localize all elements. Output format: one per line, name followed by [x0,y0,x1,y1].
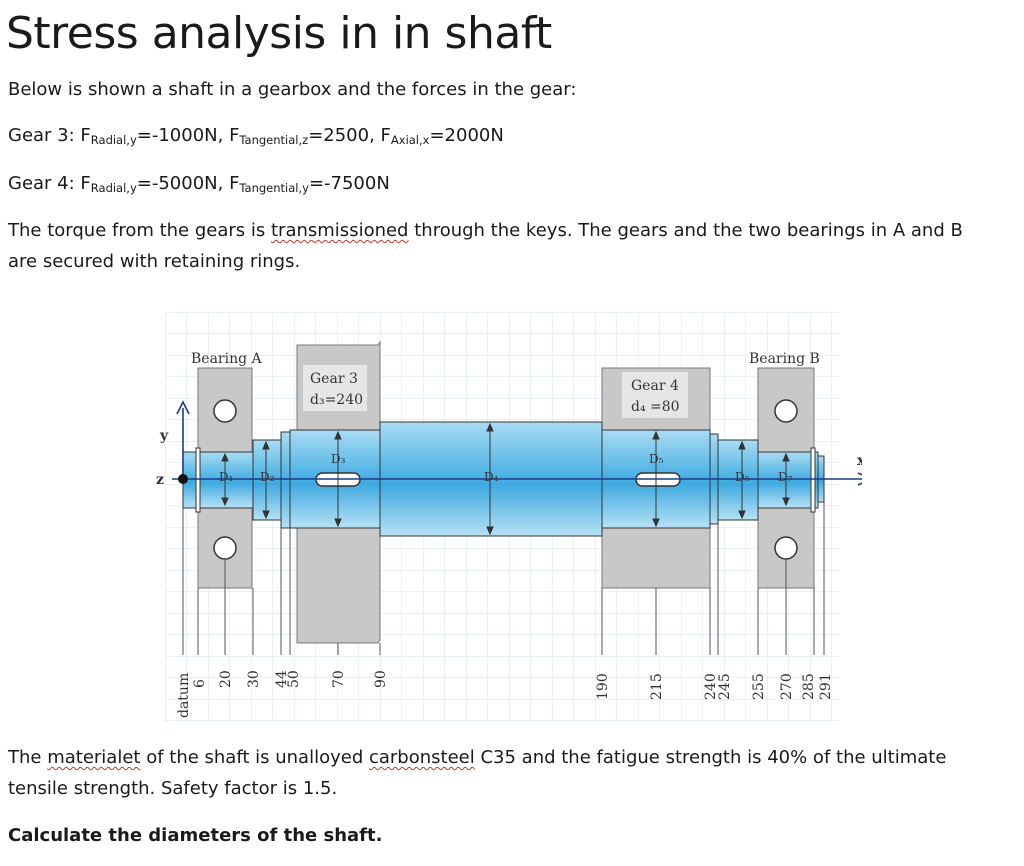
axis-x-label: x [857,453,862,469]
gear4-label: Gear 4: [8,173,81,194]
station-lines [182,502,825,655]
station-30: 30 [246,670,262,688]
d2-arrowhead-top [262,440,270,450]
gear4-forces: Gear 4: FRadial,y=-5000N, FTangential,y=… [8,168,390,204]
bearing-a-label: Bearing A [191,351,263,367]
gear4-label-box [622,372,688,418]
bearing-a-ball-top [213,399,237,423]
gear4-f1-val: =-5000N, [136,173,230,194]
d4-arrowhead-bottom [486,526,494,536]
station-90: 90 [373,670,389,688]
station-285: 285 [801,673,817,700]
d6-label: D₆ [735,470,750,484]
shaft-d1 [182,451,254,509]
misspelled-word-materialet: materialet [47,747,141,768]
misspelled-word-carbonsteel: carbonsteel [368,747,475,768]
d3-arrowhead-top [334,430,342,440]
gear3-f1: F [80,125,91,146]
station-44: 44 [274,670,290,688]
gear4-f2: F [229,173,240,194]
d6-arrowhead-bottom [738,510,746,520]
gear4-f2-val: =-7500N [308,173,390,194]
shaft-d6 [717,439,759,521]
station-6: 6 [192,679,208,688]
gear3-label-box [303,365,367,411]
gear3-name: Gear 3 [310,371,358,387]
d5-arrowhead-bottom [652,518,660,528]
bearing-b-ball-top [774,399,798,423]
d7-arrowhead-top [782,452,790,462]
material-pre: The [8,747,48,768]
d4-label: D₄ [484,470,499,484]
task-text: Calculate the diameters of the shaft. [8,825,383,846]
retaining-ring-b [810,447,816,513]
gear4-diameter: d₄ =80 [631,399,680,415]
d5-arrowhead-top [652,430,660,440]
shaft-d2 [252,439,282,521]
station-20: 20 [218,670,234,688]
station-215: 215 [649,673,665,700]
d3-arrowhead-bottom [334,518,342,528]
torque-post: through the keys. The gears and the two … [408,220,963,241]
bearing-b-label: Bearing B [749,351,820,367]
gear3-diameter: d₃=240 [310,392,363,408]
station-190: 190 [595,673,611,700]
d2-label: D₂ [260,470,275,484]
station-240: 240 [703,673,719,700]
shaft-diagram: Bearing A Bearing B Gear 3 d₃=240 Gear 4… [156,312,862,722]
gear3-forces: Gear 3: FRadial,y=-1000N, FTangential,z=… [8,120,504,156]
torque-text-line2: are secured with retaining rings. [8,251,301,272]
gear4-f1: F [80,173,91,194]
gear3-f1-sub: Radial,y [90,133,137,147]
material-post: C35 and the fatigue strength is 40% of t… [474,747,947,768]
station-50: 50 [286,670,302,688]
material-text-line1: The materialet of the shaft is unalloyed… [8,742,946,773]
gear3-f2-val: =2500, [308,125,381,146]
gear4-f2-sub: Tangential,y [239,181,309,195]
misspelled-word: transmissioned [271,220,409,241]
shaft-shoulder-left [280,431,291,529]
station-291: 291 [818,673,834,700]
d5-label: D₅ [649,452,664,466]
station-270: 270 [779,673,795,700]
torque-text-line1: The torque from the gears is transmissio… [8,215,963,246]
page-title: Stress analysis in in shaft [6,8,552,59]
material-mid: of the shaft is unalloyed [140,747,369,768]
station-255: 255 [751,673,767,700]
gear3-f1-val: =-1000N, [136,125,230,146]
bearing-a-ball-bottom [213,536,237,560]
d1-arrowhead-top [221,452,229,462]
d6-arrowhead-top [738,440,746,450]
datum-label: datum [176,673,192,718]
gear3-f2: F [229,125,240,146]
d4-arrowhead-top [486,422,494,432]
origin-dot [178,474,188,484]
d1-label: D₁ [219,470,233,484]
axis-z-label: z [156,472,164,488]
gear4-name: Gear 4 [631,378,679,394]
d2-arrowhead-bottom [262,510,270,520]
intro-text: Below is shown a shaft in a gearbox and … [8,79,577,100]
gear3-f3-val: =2000N [429,125,504,146]
material-text-line2: tensile strength. Safety factor is 1.5. [8,778,338,799]
station-labels: datum 6 20 30 44 50 70 90 190 215 240 24… [176,670,834,718]
axis-y-label: y [159,428,169,444]
gear3-f3: F [380,125,391,146]
d3-label: D₃ [331,452,346,466]
gear3-f2-sub: Tangential,z [239,133,309,147]
gear4-f1-sub: Radial,y [90,181,137,195]
torque-pre: The torque from the gears is [8,220,271,241]
d7-arrowhead-bottom [782,497,790,507]
bearing-b-ball-bottom [774,536,798,560]
retaining-ring-a [195,447,201,513]
gear3-f3-sub: Axial,x [390,133,430,147]
y-axis-arrowhead [176,400,190,415]
d1-arrowhead-bottom [221,497,229,507]
station-70: 70 [331,670,347,688]
gear3-label: Gear 3: [8,125,81,146]
station-245: 245 [717,673,733,700]
d7-label: D₇ [778,470,793,484]
